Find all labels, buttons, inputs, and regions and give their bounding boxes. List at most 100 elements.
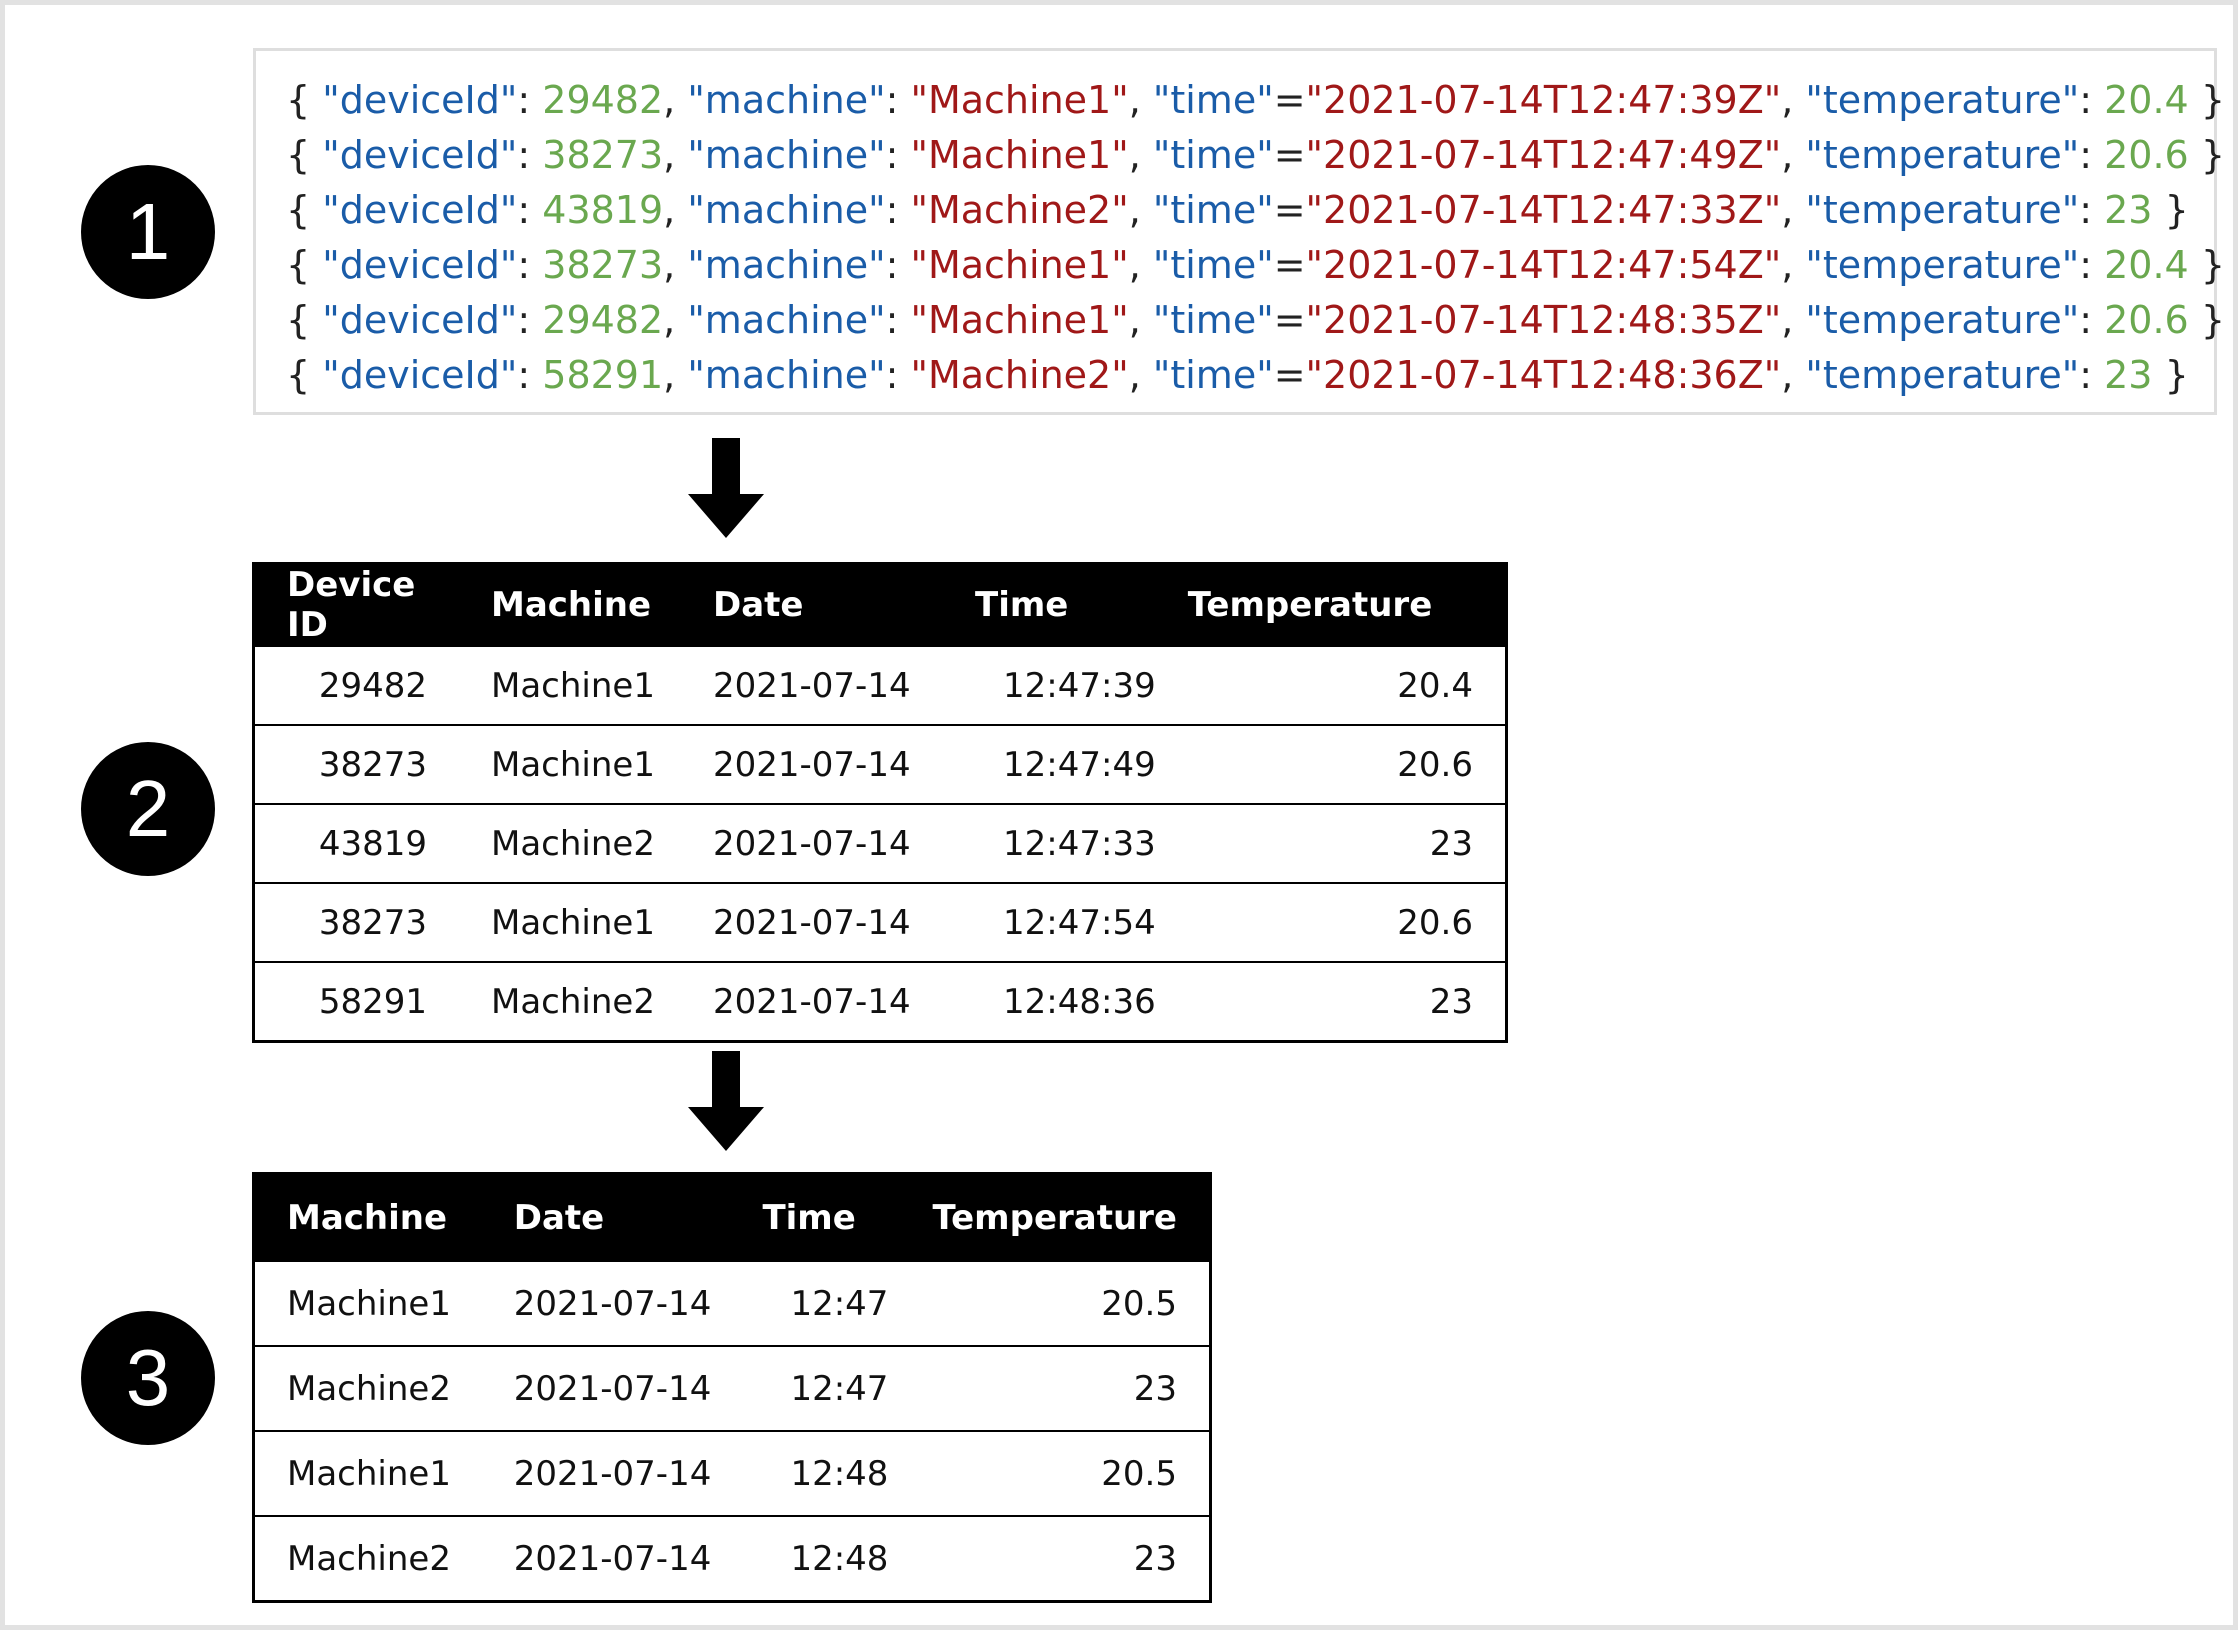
- column-header-date: Date: [481, 1173, 731, 1261]
- json-quote: ": [1305, 133, 1324, 177]
- json-value-time: 2021-07-14T12:47:54Z: [1323, 243, 1764, 287]
- table-cell: Machine1: [253, 1430, 482, 1516]
- table-cell: 12:47:39: [943, 645, 1156, 725]
- table-cell: 12:47:54: [943, 882, 1156, 962]
- json-comma: ,: [1781, 353, 1806, 397]
- table-cell: 23: [900, 1515, 1211, 1602]
- json-record-line: { "deviceId": 29482, "machine": "Machine…: [286, 73, 2225, 128]
- table-cell: 23: [1155, 803, 1507, 883]
- json-key-time: "time": [1152, 133, 1274, 177]
- json-separator: :: [2079, 243, 2105, 287]
- json-quote: ": [1305, 353, 1324, 397]
- table-cell: 12:48: [730, 1430, 901, 1516]
- json-value-deviceid: 38273: [542, 243, 664, 287]
- json-brace: }: [2152, 188, 2189, 232]
- json-comma: ,: [1781, 298, 1806, 342]
- table-cell: 23: [1155, 961, 1507, 1042]
- json-brace: }: [2188, 243, 2225, 287]
- json-quote: ": [910, 298, 928, 342]
- table-cell: 20.6: [1155, 724, 1507, 804]
- json-quote: ": [910, 133, 928, 177]
- table-cell: 38273: [253, 724, 459, 804]
- json-quote: ": [1111, 188, 1129, 232]
- json-value-time: 2021-07-14T12:48:35Z: [1323, 298, 1764, 342]
- json-value-deviceid: 29482: [542, 78, 664, 122]
- json-records-box: { "deviceId": 29482, "machine": "Machine…: [253, 48, 2225, 415]
- json-quote: ": [910, 78, 928, 122]
- table-cell: Machine2: [459, 803, 681, 883]
- json-brace: {: [286, 298, 323, 342]
- json-value-temperature: 23: [2104, 188, 2153, 232]
- json-brace: }: [2188, 298, 2225, 342]
- json-quote: ": [910, 353, 928, 397]
- json-quote: ": [1111, 298, 1129, 342]
- table-cell: 2021-07-14: [481, 1515, 731, 1602]
- json-quote: ": [1111, 78, 1129, 122]
- table-cell: 2021-07-14: [681, 961, 943, 1042]
- json-comma: ,: [1128, 243, 1153, 287]
- json-separator: :: [517, 243, 543, 287]
- table-cell: Machine1: [459, 724, 681, 804]
- table-cell: 20.5: [900, 1260, 1211, 1346]
- json-key-deviceid: "deviceId": [322, 133, 518, 177]
- json-quote: ": [1763, 78, 1782, 122]
- table-cell: 2021-07-14: [681, 645, 943, 725]
- json-separator: :: [885, 353, 911, 397]
- json-key-deviceid: "deviceId": [322, 243, 518, 287]
- json-key-machine: "machine": [687, 133, 886, 177]
- json-key-temperature: "temperature": [1805, 353, 2080, 397]
- json-key-machine: "machine": [687, 353, 886, 397]
- json-brace: }: [2188, 133, 2225, 177]
- json-separator: :: [517, 353, 543, 397]
- json-key-time: "time": [1152, 78, 1274, 122]
- json-quote: ": [1305, 188, 1324, 232]
- json-comma: ,: [663, 298, 688, 342]
- json-separator: =: [1273, 188, 1306, 232]
- json-value-temperature: 20.4: [2104, 78, 2189, 122]
- json-key-temperature: "temperature": [1805, 188, 2080, 232]
- json-key-temperature: "temperature": [1805, 78, 2080, 122]
- json-separator: :: [2079, 78, 2105, 122]
- table-cell: 2021-07-14: [481, 1260, 731, 1346]
- json-separator: :: [2079, 133, 2105, 177]
- json-value-deviceid: 43819: [542, 188, 664, 232]
- column-header-temperature: Temperature: [1155, 563, 1507, 646]
- json-brace: }: [2152, 353, 2189, 397]
- table-cell: Machine2: [459, 961, 681, 1042]
- table-cell: 23: [900, 1345, 1211, 1431]
- json-quote: ": [910, 243, 928, 287]
- json-brace: {: [286, 188, 323, 232]
- json-comma: ,: [1128, 78, 1153, 122]
- json-separator: :: [885, 188, 911, 232]
- json-separator: :: [2079, 353, 2105, 397]
- json-key-time: "time": [1152, 298, 1274, 342]
- down-arrow-icon: [688, 438, 764, 538]
- column-header-time: Time: [943, 563, 1156, 646]
- json-key-machine: "machine": [687, 243, 886, 287]
- json-quote: ": [1111, 353, 1129, 397]
- json-record-line: { "deviceId": 43819, "machine": "Machine…: [286, 183, 2214, 238]
- json-comma: ,: [1781, 133, 1806, 177]
- json-key-deviceid: "deviceId": [322, 353, 518, 397]
- table-cell: 2021-07-14: [681, 803, 943, 883]
- json-separator: :: [885, 133, 911, 177]
- table-cell: 12:47: [730, 1260, 901, 1346]
- json-key-machine: "machine": [687, 188, 886, 232]
- table-cell: 29482: [253, 645, 459, 725]
- down-arrow-icon: [688, 1051, 764, 1151]
- json-value-machine: Machine1: [927, 243, 1112, 287]
- json-comma: ,: [1781, 188, 1806, 232]
- json-separator: =: [1273, 298, 1306, 342]
- json-separator: =: [1273, 133, 1306, 177]
- column-header-machine: Machine: [459, 563, 681, 646]
- json-key-time: "time": [1152, 188, 1274, 232]
- table-cell: 2021-07-14: [681, 724, 943, 804]
- table-cell: 12:48:36: [943, 961, 1156, 1042]
- json-key-temperature: "temperature": [1805, 298, 2080, 342]
- json-value-temperature: 20.6: [2104, 133, 2189, 177]
